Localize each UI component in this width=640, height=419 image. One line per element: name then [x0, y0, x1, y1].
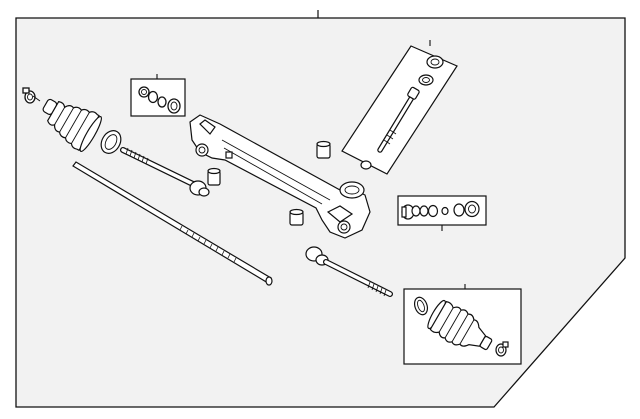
seal-kit-right-callout[interactable] [397, 195, 487, 231]
clamp-icon [495, 341, 509, 357]
boot-right-callout[interactable] [403, 284, 522, 365]
seal-ring-icon [418, 74, 434, 86]
bushing-icon[interactable] [207, 167, 221, 186]
pinion-callout[interactable] [341, 40, 458, 175]
tie-rod-icon[interactable] [120, 147, 210, 197]
o-ring-icon [157, 96, 167, 108]
rack-housing-icon[interactable] [189, 114, 371, 239]
seal-ring-icon [426, 55, 444, 69]
pinion-icon [377, 86, 420, 153]
bellows-boot-icon[interactable] [34, 89, 105, 154]
o-ring-icon [147, 90, 159, 104]
bellows-boot-icon [427, 299, 493, 351]
tie-rod-icon[interactable] [305, 246, 393, 297]
bushing-icon[interactable] [289, 208, 304, 226]
seal-kit-upper-callout[interactable] [130, 74, 186, 117]
clamp-icon [22, 87, 41, 104]
o-ring-icon [138, 86, 150, 98]
bushing-icon[interactable] [316, 140, 331, 159]
seal-ring-icon [360, 160, 372, 170]
bushing-icon [167, 98, 181, 114]
rack-bar-icon[interactable] [72, 161, 273, 286]
